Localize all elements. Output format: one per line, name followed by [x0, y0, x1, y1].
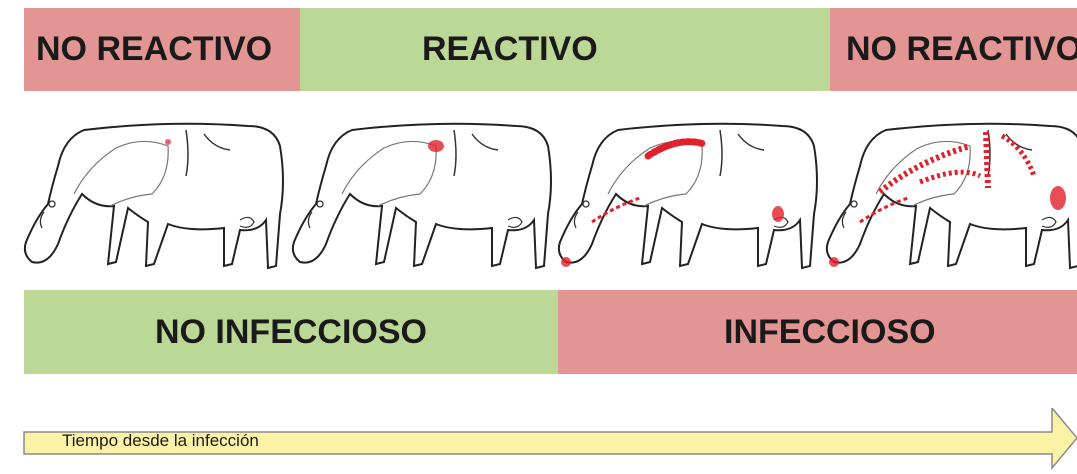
lesion-spot	[829, 257, 839, 267]
lesion-spot	[428, 140, 444, 152]
lesion-path	[860, 198, 908, 222]
lesion-path	[1002, 136, 1034, 176]
band-label: NO REACTIVO	[36, 30, 272, 69]
time-arrow-label: Tiempo desde la infección	[62, 431, 259, 451]
lesion-spot	[772, 206, 784, 222]
band-label: INFECCIOSO	[724, 313, 936, 352]
lesion-path	[920, 172, 980, 182]
cow-stage-4	[827, 124, 1077, 268]
band-label: NO INFECCIOSO	[155, 313, 427, 352]
lesion-spot	[561, 257, 571, 267]
lesion-spot	[1050, 186, 1066, 210]
lesion-path	[986, 132, 988, 188]
cow-illustrations	[0, 96, 1077, 286]
lesion-spot	[165, 139, 171, 145]
band-label: NO REACTIVO	[846, 30, 1077, 69]
cow-stage-3	[559, 124, 817, 268]
lesion-path	[648, 142, 704, 156]
band-no-reactivo-left: NO REACTIVO	[24, 8, 300, 91]
lesion-path	[592, 198, 640, 222]
cow-stage-2	[293, 124, 551, 268]
band-reactivo: REACTIVO	[300, 8, 830, 91]
band-no-reactivo-right: NO REACTIVO	[830, 8, 1077, 91]
band-no-infeccioso: NO INFECCIOSO	[24, 290, 558, 374]
cow-stage-1	[25, 124, 283, 268]
band-label: REACTIVO	[422, 30, 598, 69]
band-infeccioso: INFECCIOSO	[558, 290, 1077, 374]
